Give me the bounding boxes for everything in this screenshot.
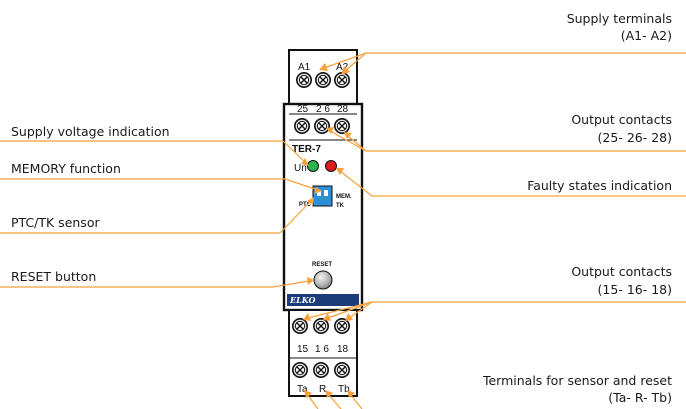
terminal-label-tb: Tb <box>338 384 350 395</box>
mem-label: MEM. <box>336 194 352 200</box>
label-output-contacts-bottom: Output contacts <box>571 264 672 279</box>
terminal-screw-ta[interactable] <box>292 362 308 378</box>
label-supply-voltage: Supply voltage indication <box>11 124 170 139</box>
terminal-screw-26[interactable] <box>314 118 330 134</box>
label-output-contacts-top: Output contacts <box>571 112 672 127</box>
label-output-contacts-bottom-codes: (15- 16- 18) <box>598 282 672 297</box>
reset-button-icon[interactable] <box>313 270 333 290</box>
terminal-label-18: 18 <box>337 344 349 355</box>
led-green-icon <box>307 160 319 172</box>
terminal-screw-a2[interactable] <box>334 72 350 88</box>
reset-caption: RESET <box>312 262 332 268</box>
label-memory-function: MEMORY function <box>11 161 121 176</box>
terminal-screw-tb[interactable] <box>334 362 350 378</box>
terminal-screw-r[interactable] <box>313 362 329 378</box>
terminal-label-a2: A2 <box>336 62 349 73</box>
label-supply-terminals-codes: (A1- A2) <box>621 28 672 43</box>
terminal-label-16: 1 6 <box>315 344 329 355</box>
brand-logo: ELKO <box>289 295 315 305</box>
terminal-label-26: 2 6 <box>316 104 330 115</box>
terminal-screw-28[interactable] <box>334 118 350 134</box>
terminal-screw-18[interactable] <box>334 318 350 334</box>
terminal-label-ta: Ta <box>297 384 308 395</box>
terminal-label-r: R <box>319 384 326 395</box>
terminal-label-15: 15 <box>297 344 309 355</box>
un-label: Un <box>294 163 307 174</box>
terminal-label-a1: A1 <box>298 62 311 73</box>
label-reset-button: RESET button <box>11 269 96 284</box>
model-label: TER-7 <box>292 144 321 155</box>
terminal-label-25: 25 <box>297 104 309 115</box>
label-sensor-reset-terminals-codes: (Ta- R- Tb) <box>608 390 672 405</box>
label-output-contacts-top-codes: (25- 26- 28) <box>598 130 672 145</box>
tk-label: TK <box>336 203 345 209</box>
terminal-screw-16[interactable] <box>313 318 329 334</box>
annotation-labels: Supply terminals (A1- A2) Output contact… <box>11 11 672 405</box>
brand-strip <box>287 294 359 306</box>
terminal-label-28: 28 <box>337 104 349 115</box>
annotation-leaders <box>0 52 686 409</box>
led-red-icon <box>325 160 337 172</box>
terminal-screw-middle-top[interactable] <box>315 72 331 88</box>
terminal-screw-25[interactable] <box>294 118 310 134</box>
terminal-screw-a1[interactable] <box>296 72 312 88</box>
label-supply-terminals: Supply terminals <box>567 11 672 26</box>
ptc-label: PTC <box>299 202 312 208</box>
label-sensor-reset-terminals: Terminals for sensor and reset <box>482 373 672 388</box>
label-faulty-states: Faulty states indication <box>527 178 672 193</box>
terminal-screw-15[interactable] <box>292 318 308 334</box>
label-ptc-sensor: PTC/TK sensor <box>11 215 100 230</box>
relay-device: A1 A2 25 2 6 28 TER-7 Un PTC MEM. TK RES… <box>282 49 364 397</box>
